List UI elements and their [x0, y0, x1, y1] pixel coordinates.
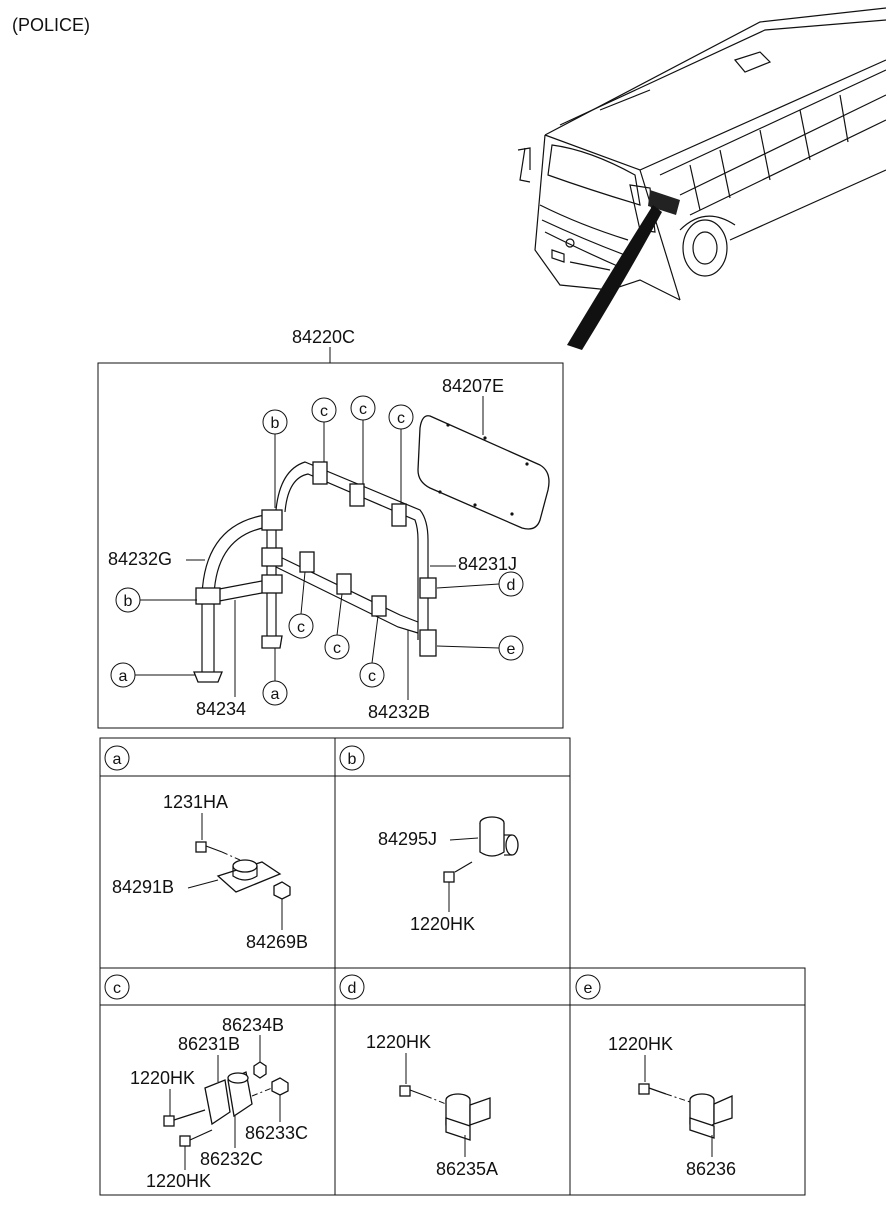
- svg-text:a: a: [119, 668, 128, 685]
- callout-c-top-2: c: [350, 395, 376, 484]
- svg-text:86234B: 86234B: [222, 1015, 284, 1035]
- callout-b-left: b: [115, 587, 197, 613]
- detail-e-key: e: [575, 974, 601, 1000]
- svg-text:1231HA: 1231HA: [163, 792, 228, 812]
- svg-text:86235A: 86235A: [436, 1159, 498, 1179]
- callout-e: e: [436, 635, 524, 661]
- svg-text:84269B: 84269B: [246, 932, 308, 952]
- svg-text:e: e: [507, 641, 516, 658]
- detail-d-key: d: [339, 974, 365, 1000]
- svg-text:84295J: 84295J: [378, 829, 437, 849]
- svg-text:c: c: [333, 640, 341, 657]
- right-rail-label: 84231J: [458, 554, 517, 574]
- panel-label: 84207E: [442, 376, 504, 396]
- detail-e-parts: 1220HK 86236: [608, 1034, 736, 1179]
- svg-text:c: c: [368, 668, 376, 685]
- svg-text:b: b: [124, 593, 133, 610]
- callout-d: d: [436, 571, 524, 597]
- detail-c-parts: 86234B 86231B 1220HK 86233C 86232C 1220H…: [130, 1015, 308, 1191]
- callout-c-bottom-3: c: [359, 615, 385, 688]
- detail-b-key: b: [339, 745, 365, 771]
- assembly-label: 84220C: [292, 327, 355, 347]
- svg-text:a: a: [271, 686, 280, 703]
- detail-e-box: [569, 967, 806, 1196]
- detail-a-parts: 1231HA 84291B 84269B: [112, 792, 308, 952]
- callout-c-bottom-2: c: [324, 593, 350, 660]
- callout-a-bottom: a: [262, 648, 288, 706]
- left-rail-label: 84232G: [108, 549, 172, 569]
- svg-text:c: c: [297, 619, 305, 636]
- lower-right-label: 84232B: [368, 702, 430, 722]
- svg-text:d: d: [348, 980, 357, 997]
- pipe-frame: [193, 461, 437, 683]
- svg-text:d: d: [507, 577, 516, 594]
- svg-text:1220HK: 1220HK: [410, 914, 475, 934]
- svg-text:86232C: 86232C: [200, 1149, 263, 1169]
- panel-84207e: [417, 415, 550, 530]
- svg-text:1220HK: 1220HK: [608, 1034, 673, 1054]
- bus-illustration: [517, 7, 886, 350]
- detail-d-parts: 1220HK 86235A: [366, 1032, 498, 1179]
- svg-text:b: b: [348, 751, 357, 768]
- svg-text:c: c: [320, 403, 328, 420]
- detail-a-key: a: [104, 745, 130, 771]
- svg-text:b: b: [271, 415, 280, 432]
- lower-left-label: 84234: [196, 699, 246, 719]
- svg-text:86236: 86236: [686, 1159, 736, 1179]
- svg-text:86233C: 86233C: [245, 1123, 308, 1143]
- callout-c-top-1: c: [311, 397, 337, 462]
- svg-text:86231B: 86231B: [178, 1034, 240, 1054]
- callout-c-bottom-1: c: [288, 571, 314, 639]
- callout-a-left: a: [110, 662, 195, 688]
- svg-text:c: c: [397, 410, 405, 427]
- callout-c-top-3: c: [388, 404, 414, 504]
- callout-b-top: b: [262, 409, 288, 508]
- assembly-frame: [97, 362, 564, 729]
- svg-text:c: c: [359, 401, 367, 418]
- detail-c-key: c: [104, 974, 130, 1000]
- svg-text:1220HK: 1220HK: [366, 1032, 431, 1052]
- svg-text:84291B: 84291B: [112, 877, 174, 897]
- svg-text:c: c: [113, 980, 121, 997]
- detail-b-parts: 84295J 1220HK: [378, 816, 519, 934]
- svg-text:1220HK: 1220HK: [146, 1171, 211, 1191]
- svg-text:a: a: [113, 751, 122, 768]
- svg-text:1220HK: 1220HK: [130, 1068, 195, 1088]
- svg-text:e: e: [584, 980, 593, 997]
- variant-label: (POLICE): [12, 15, 90, 35]
